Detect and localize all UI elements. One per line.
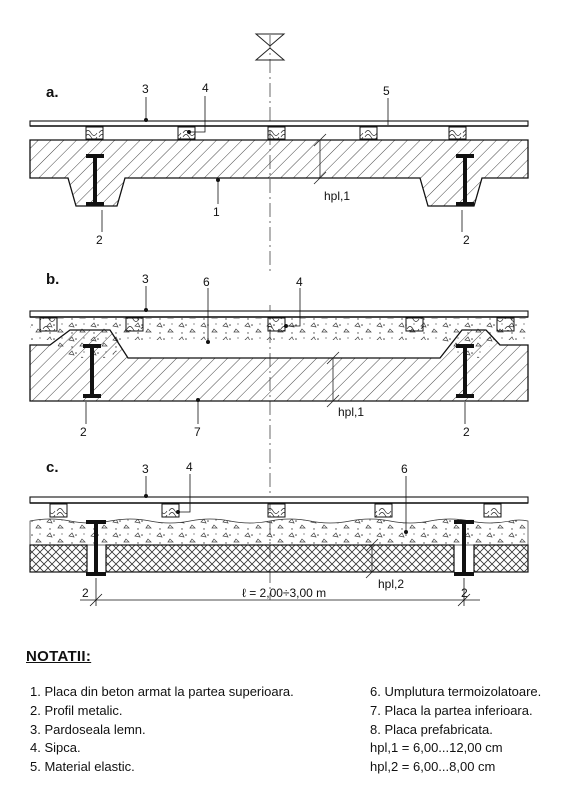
span-label: ℓ = 2,00÷3,00 m bbox=[242, 586, 326, 600]
callout-3-c: 3 bbox=[142, 462, 149, 476]
notes-title: NOTATII: bbox=[26, 648, 92, 665]
steel-profiles-c bbox=[86, 520, 474, 576]
note-item: 1. Placa din beton armat la partea super… bbox=[30, 684, 294, 699]
floor-sections-drawing: a. hpl,1 bbox=[29, 33, 529, 607]
callout-2-c-right: 2 bbox=[461, 586, 468, 600]
callout-4-b: 4 bbox=[296, 275, 303, 289]
callout-3: 3 bbox=[142, 82, 149, 96]
section-a-letter: a. bbox=[46, 84, 59, 101]
callout-2-right: 2 bbox=[463, 233, 470, 247]
steel-profiles bbox=[86, 154, 474, 206]
section-a-dimension-label: hpl,1 bbox=[324, 189, 350, 203]
section-b-dimension-label: hpl,1 bbox=[338, 405, 364, 419]
callout-2-c-left: 2 bbox=[82, 586, 89, 600]
note-item: 6. Umplutura termoizolatoare. bbox=[370, 684, 542, 699]
steel-profiles-b bbox=[83, 344, 474, 398]
callout-2-b-left: 2 bbox=[80, 425, 87, 439]
thermal-fill bbox=[30, 318, 528, 358]
section-a-drawing: a. hpl,1 bbox=[29, 81, 529, 247]
section-c-letter: c. bbox=[46, 459, 59, 476]
callout-2-left: 2 bbox=[96, 233, 103, 247]
callout-7-b: 7 bbox=[194, 425, 201, 439]
battens-c bbox=[49, 503, 502, 518]
callout-6-c: 6 bbox=[401, 462, 408, 476]
callout-2-b-right: 2 bbox=[463, 425, 470, 439]
section-c-dimension-label: hpl,2 bbox=[378, 577, 404, 591]
battens-b bbox=[39, 317, 515, 332]
callout-4-c: 4 bbox=[186, 460, 193, 474]
note-item: hpl,1 = 6,00...12,00 cm bbox=[370, 740, 503, 756]
lower-slab bbox=[29, 329, 529, 402]
callout-4: 4 bbox=[202, 81, 209, 95]
callout-5: 5 bbox=[383, 84, 390, 98]
notes-right-list: 6. Umplutura termoizolatoare. 7. Placa la… bbox=[370, 683, 575, 777]
note-item: hpl,2 = 6,00...8,00 cm bbox=[370, 759, 496, 775]
notes-left-list: 1. Placa din beton armat la partea super… bbox=[30, 683, 350, 777]
rc-slab bbox=[29, 139, 529, 207]
span-dimension bbox=[80, 578, 480, 607]
note-item: 2. Profil metalic. bbox=[30, 702, 123, 718]
note-item: 4. Sipca. bbox=[30, 740, 81, 756]
prefab-slabs bbox=[29, 544, 529, 573]
battens bbox=[85, 126, 467, 140]
callout-6-b: 6 bbox=[203, 275, 210, 289]
note-item: 5. Material elastic. bbox=[30, 759, 135, 775]
section-c-drawing: c. hpl,2 bbox=[29, 459, 529, 607]
callout-1: 1 bbox=[213, 205, 220, 219]
note-item: 8. Placa prefabricata. bbox=[370, 721, 493, 737]
note-item: 7. Placa la partea inferioara. bbox=[370, 702, 533, 718]
section-b-letter: b. bbox=[46, 271, 59, 288]
section-b-drawing: b. hpl,1 bbox=[29, 271, 529, 439]
note-item: 3. Pardoseala lemn. bbox=[30, 721, 146, 737]
callout-3-b: 3 bbox=[142, 272, 149, 286]
